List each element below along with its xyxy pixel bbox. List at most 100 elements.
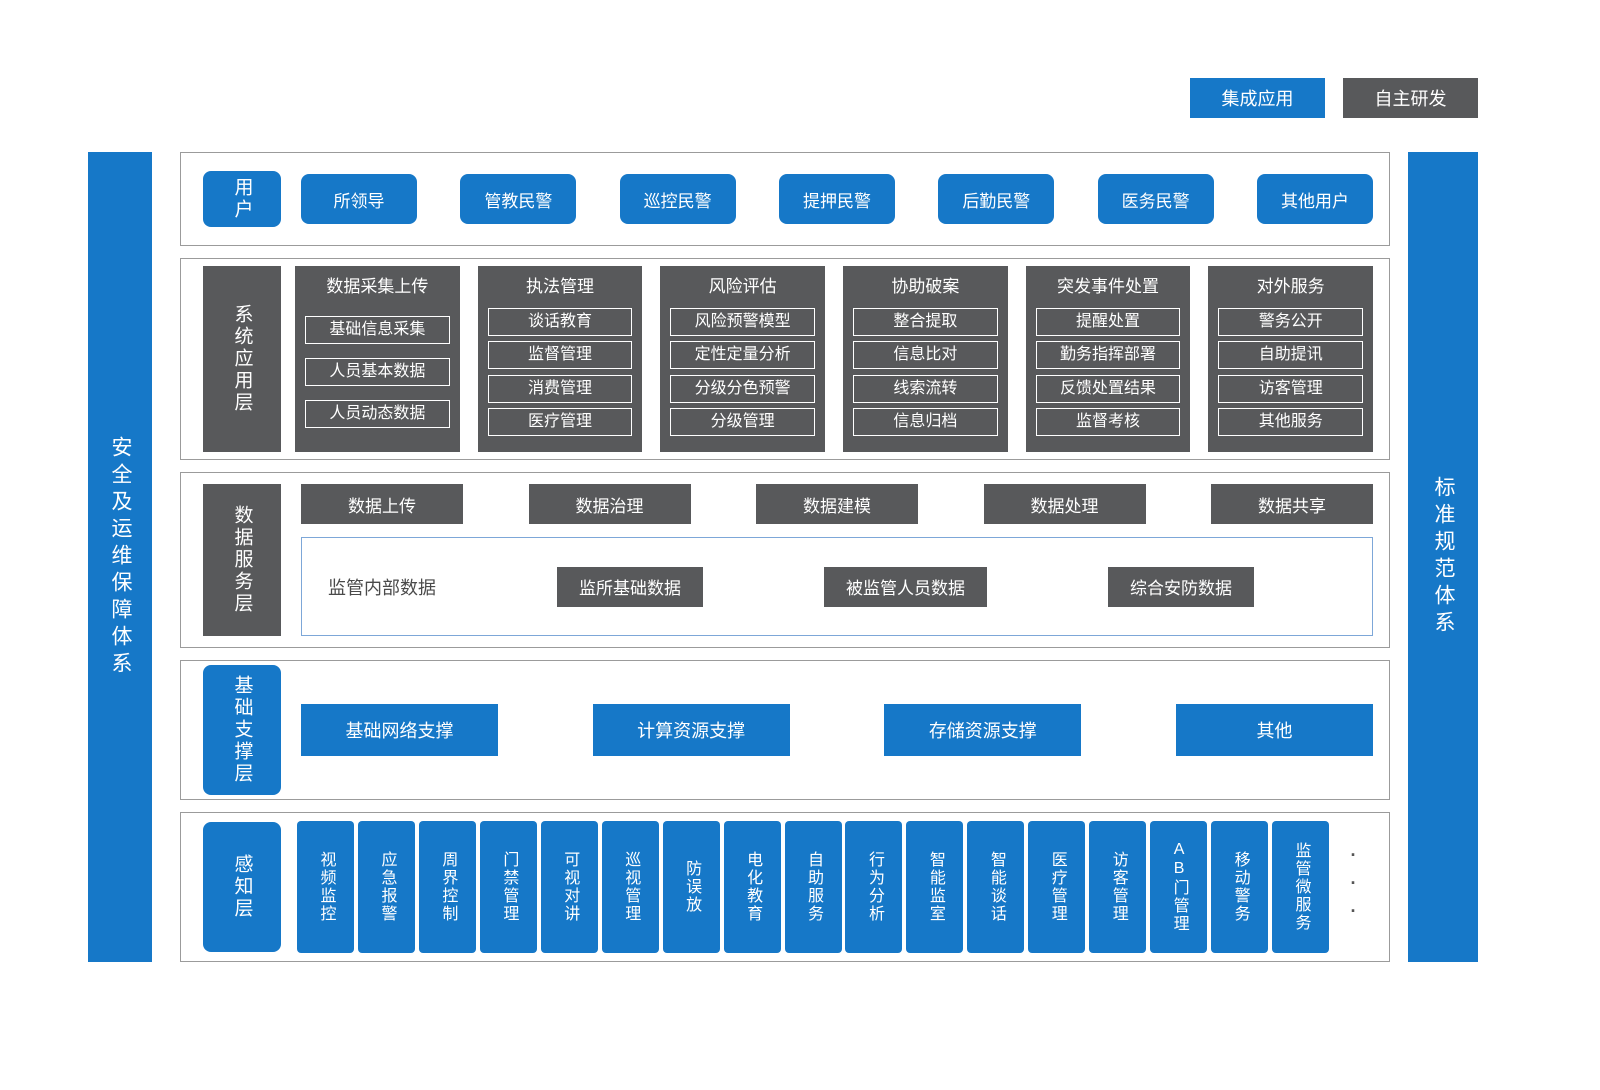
data-service-content: 数据上传 数据治理 数据建模 数据处理 数据共享 监管内部数据 监所基础数据 被… bbox=[301, 484, 1373, 636]
group-items: 提醒处置 勤务指挥部署 反馈处置结果 监督考核 bbox=[1035, 302, 1181, 442]
group-title: 突发事件处置 bbox=[1057, 277, 1160, 296]
layer-support: 基础支撑层 基础网络支撑 计算资源支撑 存储资源支撑 其他 bbox=[180, 660, 1390, 800]
legend-integrated-app: 集成应用 bbox=[1190, 78, 1325, 118]
user-role: 巡控民警 bbox=[619, 174, 736, 224]
support-item: 基础网络支撑 bbox=[301, 704, 498, 756]
layer-application: 系统应用层 数据采集上传 基础信息采集 人员基本数据 人员动态数据 执法管理 bbox=[180, 258, 1390, 460]
perception-item: 周界控制 bbox=[418, 821, 476, 953]
layer-label-users: 用户 bbox=[203, 171, 281, 227]
perception-item-text: 医疗管理 bbox=[1048, 851, 1066, 923]
perception-item-text: AB门管理 bbox=[1170, 841, 1188, 933]
group-items: 基础信息采集 人员基本数据 人员动态数据 bbox=[305, 302, 450, 442]
group-item: 勤务指挥部署 bbox=[1035, 341, 1181, 370]
layer-label-application-text: 系统应用层 bbox=[231, 304, 253, 414]
data-function: 数据治理 bbox=[528, 484, 691, 524]
layer-label-application: 系统应用层 bbox=[203, 266, 281, 452]
group-item: 反馈处置结果 bbox=[1035, 374, 1181, 403]
layer-label-support: 基础支撑层 bbox=[203, 665, 281, 795]
layer-label-data-service: 数据服务层 bbox=[203, 484, 281, 636]
perception-item-text: 监管微服务 bbox=[1292, 842, 1310, 932]
data-function: 数据上传 bbox=[301, 484, 463, 524]
internal-data-item: 综合安防数据 bbox=[1108, 566, 1254, 607]
data-service-functions: 数据上传 数据治理 数据建模 数据处理 数据共享 bbox=[301, 484, 1373, 524]
legend: 集成应用 自主研发 bbox=[1190, 78, 1478, 118]
perception-item-text: 视频监控 bbox=[317, 851, 335, 923]
perception-item: AB门管理 bbox=[1150, 821, 1208, 953]
layer-rows: 用户 所领导 管教民警 巡控民警 提押民警 后勤民警 医务民警 其他用户 系统应… bbox=[180, 152, 1390, 962]
perception-item: 医疗管理 bbox=[1028, 821, 1086, 953]
layer-label-users-text: 用户 bbox=[231, 177, 253, 221]
group-item: 监督考核 bbox=[1035, 408, 1181, 437]
layer-label-data-service-text: 数据服务层 bbox=[231, 505, 253, 615]
perception-item-text: 访客管理 bbox=[1109, 851, 1127, 923]
perception-more-text: ··· bbox=[1343, 845, 1364, 929]
perception-item: 移动警务 bbox=[1211, 821, 1269, 953]
perception-item: 监管微服务 bbox=[1272, 821, 1329, 953]
app-group-case-assist: 协助破案 整合提取 信息比对 线索流转 信息归档 bbox=[843, 266, 1008, 452]
group-title: 执法管理 bbox=[526, 277, 594, 296]
group-items: 谈话教育 监督管理 消费管理 医疗管理 bbox=[487, 302, 633, 442]
user-role: 其他用户 bbox=[1256, 174, 1373, 224]
internal-data-panel: 监管内部数据 监所基础数据 被监管人员数据 综合安防数据 bbox=[301, 537, 1373, 636]
application-groups: 数据采集上传 基础信息采集 人员基本数据 人员动态数据 执法管理 谈话教育 监督… bbox=[295, 266, 1374, 452]
perception-item-text: 防误放 bbox=[683, 860, 701, 914]
layer-perception: 感知层 视频监控 应急报警 周界控制 门禁管理 可视对讲 巡视管理 防误放 电化… bbox=[180, 812, 1390, 962]
layer-data-service: 数据服务层 数据上传 数据治理 数据建模 数据处理 数据共享 监管内部数据 监所… bbox=[180, 472, 1390, 648]
group-item: 信息比对 bbox=[853, 341, 998, 370]
group-item: 警务公开 bbox=[1218, 307, 1364, 336]
internal-data-label: 监管内部数据 bbox=[328, 577, 436, 598]
group-item: 其他服务 bbox=[1218, 408, 1364, 437]
right-pillar-label: 标准规范体系 bbox=[1432, 476, 1455, 638]
group-items: 警务公开 自助提讯 访客管理 其他服务 bbox=[1218, 302, 1364, 442]
perception-more-dots: ··· bbox=[1333, 821, 1373, 953]
group-items: 风险预警模型 定性定量分析 分级分色预警 分级管理 bbox=[670, 302, 816, 442]
app-group-emergency: 突发事件处置 提醒处置 勤务指挥部署 反馈处置结果 监督考核 bbox=[1025, 266, 1191, 452]
layer-users: 用户 所领导 管教民警 巡控民警 提押民警 后勤民警 医务民警 其他用户 bbox=[180, 152, 1390, 246]
app-group-law-enforcement: 执法管理 谈话教育 监督管理 消费管理 医疗管理 bbox=[477, 266, 643, 452]
group-item: 整合提取 bbox=[853, 307, 998, 336]
support-item: 存储资源支撑 bbox=[884, 704, 1082, 756]
diagram-body: 安全及运维保障体系 用户 所领导 管教民警 巡控民警 提押民警 后勤民警 医务民… bbox=[88, 152, 1478, 962]
perception-item-text: 可视对讲 bbox=[561, 851, 579, 923]
perception-item: 应急报警 bbox=[357, 821, 415, 953]
perception-item-text: 智能监室 bbox=[926, 851, 944, 923]
group-items: 整合提取 信息比对 线索流转 信息归档 bbox=[853, 302, 998, 442]
perception-item-text: 巡视管理 bbox=[622, 851, 640, 923]
group-title: 数据采集上传 bbox=[326, 277, 429, 296]
group-title: 风险评估 bbox=[708, 277, 777, 296]
perception-item: 行为分析 bbox=[845, 821, 903, 953]
group-title: 对外服务 bbox=[1256, 277, 1325, 296]
user-roles: 所领导 管教民警 巡控民警 提押民警 后勤民警 医务民警 其他用户 bbox=[301, 174, 1373, 224]
perception-item-text: 电化教育 bbox=[744, 851, 762, 923]
group-item: 谈话教育 bbox=[487, 307, 633, 336]
perception-item: 智能谈话 bbox=[967, 821, 1025, 953]
app-group-risk-assessment: 风险评估 风险预警模型 定性定量分析 分级分色预警 分级管理 bbox=[660, 266, 826, 452]
user-role: 所领导 bbox=[301, 174, 417, 224]
group-item: 访客管理 bbox=[1218, 374, 1364, 403]
data-function: 数据共享 bbox=[1211, 484, 1373, 524]
app-group-data-collection: 数据采集上传 基础信息采集 人员基本数据 人员动态数据 bbox=[295, 266, 460, 452]
perception-item: 智能监室 bbox=[906, 821, 964, 953]
support-items: 基础网络支撑 计算资源支撑 存储资源支撑 其他 bbox=[301, 704, 1373, 756]
group-item: 信息归档 bbox=[853, 408, 998, 437]
group-item: 自助提讯 bbox=[1218, 341, 1364, 370]
perception-item: 可视对讲 bbox=[540, 821, 598, 953]
group-item: 线索流转 bbox=[853, 374, 998, 403]
legend-self-developed: 自主研发 bbox=[1343, 78, 1478, 118]
perception-item: 视频监控 bbox=[297, 821, 354, 953]
group-item: 提醒处置 bbox=[1035, 307, 1181, 336]
group-item: 分级分色预警 bbox=[670, 374, 816, 403]
group-item: 医疗管理 bbox=[487, 408, 633, 437]
user-role: 医务民警 bbox=[1097, 174, 1214, 224]
perception-item: 防误放 bbox=[662, 821, 720, 953]
group-item: 监督管理 bbox=[487, 341, 633, 370]
support-item: 计算资源支撑 bbox=[592, 704, 790, 756]
user-role: 提押民警 bbox=[778, 174, 895, 224]
perception-item: 自助服务 bbox=[784, 821, 842, 953]
group-item: 人员基本数据 bbox=[305, 358, 450, 386]
group-item: 分级管理 bbox=[670, 408, 816, 437]
group-item: 人员动态数据 bbox=[305, 400, 450, 428]
group-item: 基础信息采集 bbox=[305, 316, 450, 344]
left-pillar-label: 安全及运维保障体系 bbox=[109, 435, 132, 679]
